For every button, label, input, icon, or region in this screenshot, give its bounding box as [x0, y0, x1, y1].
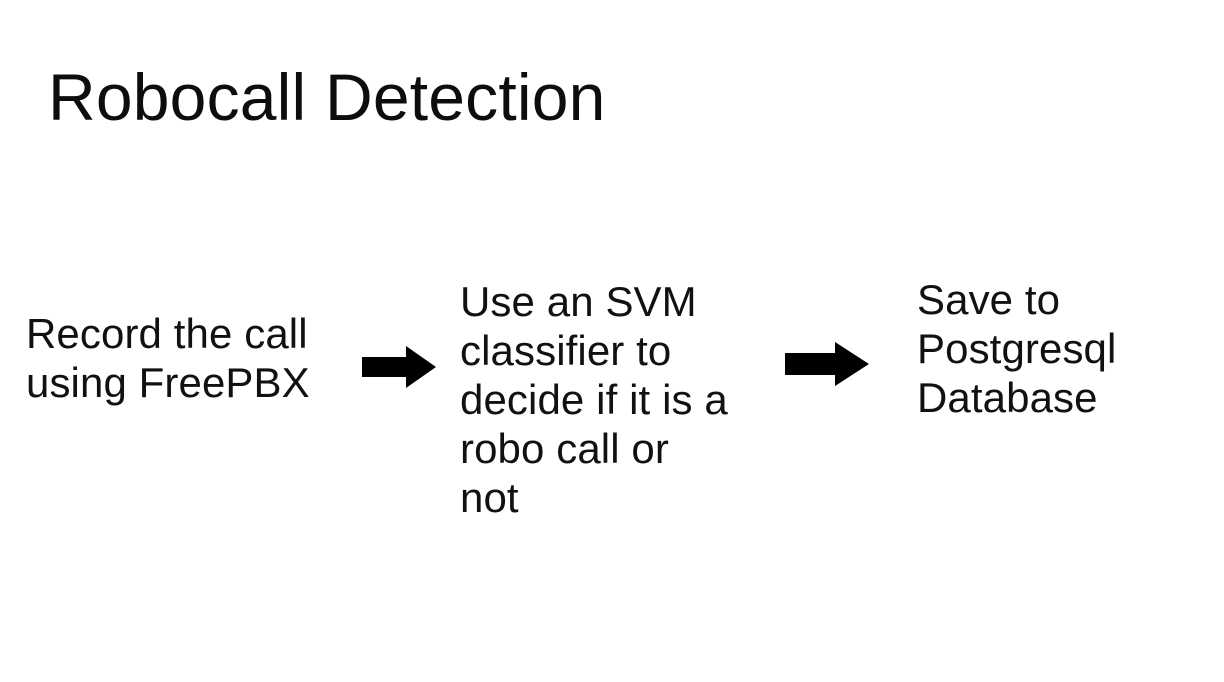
flow-step-line: Use an SVM: [460, 278, 697, 325]
flow-step-line: Save to: [917, 276, 1061, 323]
flow-step-save-database: Save to Postgresql Database: [917, 275, 1167, 422]
flow-step-line: decide if it is a: [460, 376, 728, 423]
flow-step-record-call: Record the call using FreePBX: [26, 309, 356, 407]
flow-step-line: using FreePBX: [26, 359, 310, 406]
flow-step-line: Record the call: [26, 310, 308, 357]
flow-step-line: Database: [917, 374, 1098, 421]
flow-step-line: Postgresql: [917, 325, 1117, 372]
arrow-right-icon: [785, 342, 869, 386]
flow-step-line: classifier to: [460, 327, 672, 374]
page-title: Robocall Detection: [48, 60, 606, 134]
arrow-right-icon: [362, 346, 436, 388]
flow-step-line: not: [460, 474, 519, 521]
flow-step-svm-classifier: Use an SVM classifier to decide if it is…: [460, 277, 770, 522]
flow-step-line: robo call or: [460, 425, 669, 472]
